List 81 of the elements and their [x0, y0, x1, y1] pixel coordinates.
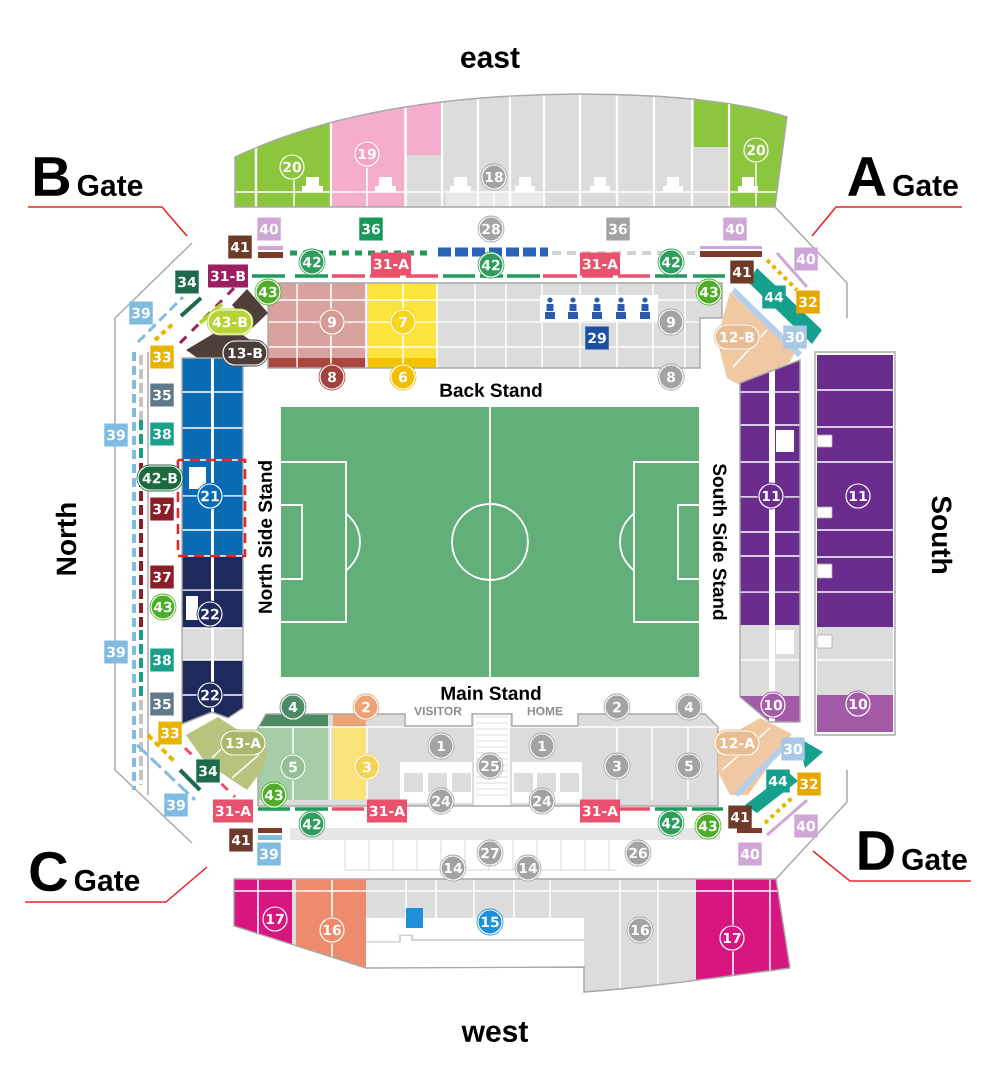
- callout-number: 14: [514, 854, 542, 882]
- callout-number: 42: [657, 248, 685, 276]
- callout-number: 18: [480, 163, 508, 191]
- facility-number: 31-A: [212, 799, 254, 823]
- callout-number: 43: [694, 812, 722, 840]
- facility-number: 39: [104, 640, 128, 664]
- facility-number: 41: [228, 235, 252, 259]
- callout-number: 14: [439, 854, 467, 882]
- facility-number: 34: [196, 759, 220, 783]
- callout-number: 28: [477, 215, 505, 243]
- facility-number: 41: [229, 828, 253, 852]
- stand-label: Back Stand: [440, 383, 542, 397]
- facility-number: 40: [723, 217, 747, 241]
- facility-number: 39: [104, 423, 128, 447]
- callout-number: 2: [603, 693, 631, 721]
- callout-number: 12-A: [713, 729, 761, 757]
- facility-number: 44: [762, 285, 786, 309]
- stand-label: North Side Stand: [258, 461, 272, 613]
- callout-number: 21: [196, 482, 224, 510]
- direction-label: South: [931, 496, 953, 573]
- facility-number: 30: [781, 737, 805, 761]
- direction-label: west: [461, 1022, 528, 1042]
- facility-number: 38: [150, 422, 174, 446]
- callout-number: 12-B: [713, 323, 761, 351]
- facility-number: 40: [738, 842, 762, 866]
- facility-number: 31-A: [370, 252, 412, 276]
- gate-label: C Gate: [30, 851, 140, 892]
- facility-number: 34: [175, 270, 199, 294]
- callout-number: 16: [626, 916, 654, 944]
- facility-number: 32: [796, 290, 820, 314]
- callout-number: 13-A: [219, 729, 267, 757]
- facility-number: 31-A: [579, 252, 621, 276]
- callout-number: 42: [298, 810, 326, 838]
- facility-number: 41: [730, 260, 754, 284]
- callout-number: 43: [149, 593, 177, 621]
- callout-number: 8: [318, 363, 346, 391]
- facility-number: 39: [164, 793, 188, 817]
- callout-number: 4: [675, 693, 703, 721]
- facility-number: 33: [150, 345, 174, 369]
- leader-line: [24, 866, 208, 903]
- facility-number: 44: [766, 769, 790, 793]
- leader-line: [812, 850, 972, 882]
- facility-number: 30: [783, 325, 807, 349]
- callout-number: 4: [279, 693, 307, 721]
- leader-line: [27, 206, 188, 237]
- facility-number: 37: [150, 565, 174, 589]
- callout-number: 42-B: [136, 464, 184, 492]
- callout-number: 6: [389, 363, 417, 391]
- callout-number: 26: [624, 839, 652, 867]
- callout-number: 2: [352, 693, 380, 721]
- leader-line: [811, 206, 963, 237]
- facility-number: 38: [150, 648, 174, 672]
- facility-number: 37: [150, 497, 174, 521]
- stand-label: South Side Stand: [713, 463, 727, 620]
- callout-number: 15: [476, 908, 504, 936]
- facility-number: 41: [728, 805, 752, 829]
- facility-number: 39: [257, 842, 281, 866]
- facility-number: 36: [606, 217, 630, 241]
- facility-number: 40: [794, 247, 818, 271]
- callout-number: 27: [476, 839, 504, 867]
- callout-number: 11: [757, 482, 785, 510]
- direction-label: North: [55, 503, 77, 575]
- facility-number: 35: [150, 692, 174, 716]
- direction-label: east: [461, 48, 520, 68]
- facility-number: 31-B: [208, 264, 248, 288]
- callout-number: 8: [657, 363, 685, 391]
- callout-number: 22: [196, 600, 224, 628]
- callout-number: 22: [196, 681, 224, 709]
- callout-number: 42: [477, 251, 505, 279]
- facility-number: 40: [794, 814, 818, 838]
- facility-number: 40: [257, 217, 281, 241]
- callout-number: 42: [298, 248, 326, 276]
- facility-number: 33: [158, 721, 182, 745]
- callout-number: 42: [657, 809, 685, 837]
- facility-number: 35: [150, 383, 174, 407]
- facility-number: 39: [129, 301, 153, 325]
- facility-number: 36: [359, 217, 383, 241]
- facility-number: 32: [797, 772, 821, 796]
- stand-label: Main Stand: [441, 686, 541, 700]
- callout-number: 13-B: [221, 339, 269, 367]
- callout-number: 43-B: [206, 308, 254, 336]
